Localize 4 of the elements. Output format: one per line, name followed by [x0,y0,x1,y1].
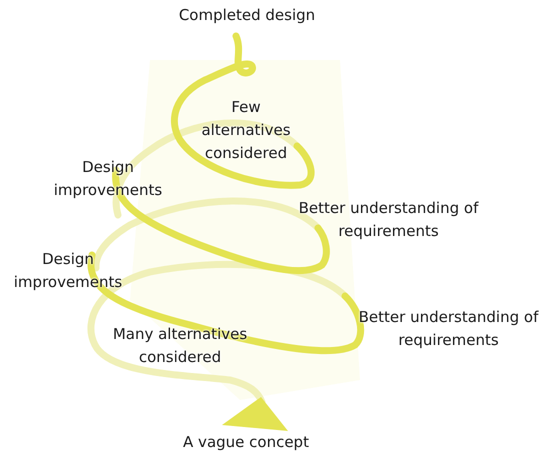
stage-label: Better understanding of requirements [298,198,480,242]
stage-label: A vague concept [182,432,310,453]
stage-label: Completed design [178,5,316,26]
stage-label: Few alternatives considered [200,97,292,164]
